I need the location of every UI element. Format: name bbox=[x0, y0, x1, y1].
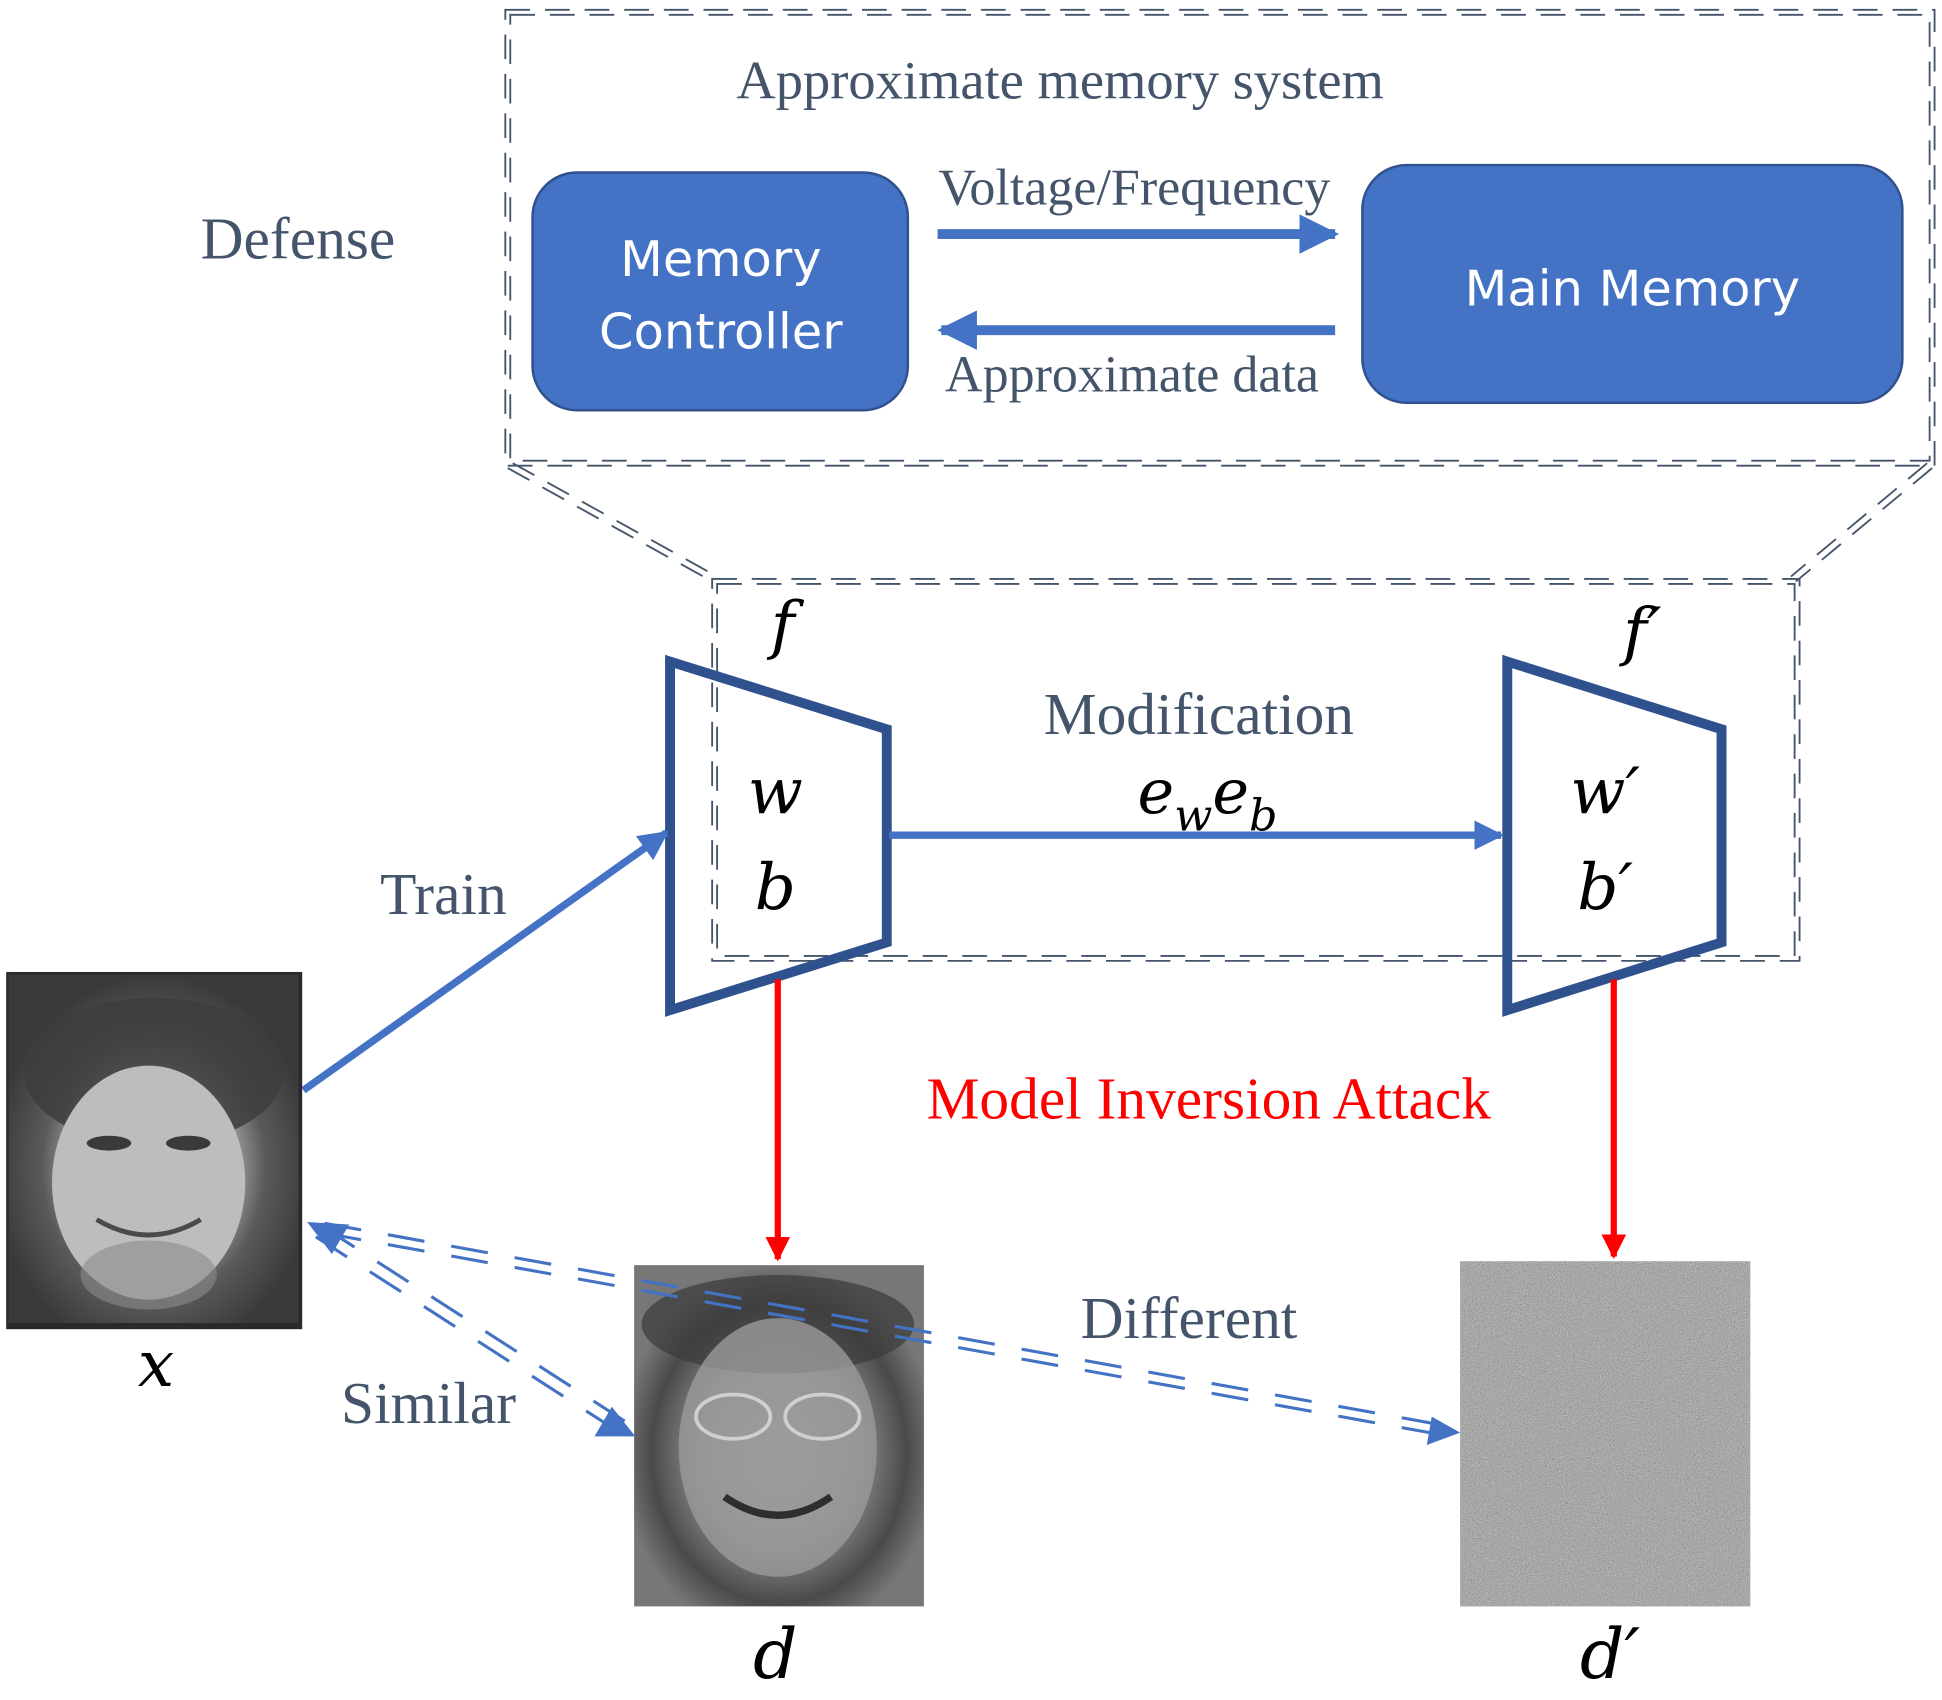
modified-reconstruction-image bbox=[1460, 1261, 1751, 1607]
zoom-connector bbox=[507, 462, 1933, 583]
memory-controller-label-line2: Controller bbox=[599, 303, 843, 361]
attack-label: Model Inversion Attack bbox=[927, 1066, 1492, 1132]
memory-system-outline bbox=[504, 8, 1936, 467]
memory-system-title: Approximate memory system bbox=[736, 51, 1384, 111]
modified-reconstruction-image-label: d′ bbox=[1580, 1615, 1640, 1695]
memory-controller-box: Memory Controller bbox=[531, 171, 910, 412]
similar-label: Similar bbox=[341, 1370, 516, 1436]
different-arrow bbox=[324, 1221, 1461, 1445]
model-f-prime-shape bbox=[1502, 654, 1727, 1017]
different-label: Different bbox=[1081, 1285, 1298, 1351]
reconstruction-image-label: d bbox=[753, 1615, 797, 1695]
model-f-shape bbox=[665, 654, 892, 1017]
voltage-frequency-label: Voltage/Frequency bbox=[939, 160, 1331, 217]
error-w-base: e bbox=[1138, 756, 1175, 828]
defense-label: Defense bbox=[201, 206, 396, 272]
model-f-name: f bbox=[767, 588, 805, 663]
modification-label: Modification bbox=[1044, 681, 1354, 747]
model-f-weight: w bbox=[748, 754, 803, 829]
model-f-prime-bias: b′ bbox=[1577, 850, 1633, 925]
model-weights-outline bbox=[711, 578, 1801, 962]
main-memory-box: Main Memory bbox=[1361, 163, 1904, 405]
model-f-bias: b bbox=[755, 850, 796, 925]
modification-errors: eweb bbox=[1138, 756, 1278, 841]
memory-controller-label-line1: Memory bbox=[620, 230, 821, 288]
input-image-label: x bbox=[138, 1327, 174, 1402]
main-memory-label: Main Memory bbox=[1465, 260, 1800, 318]
reconstruction-image bbox=[634, 1265, 924, 1607]
similar-arrow bbox=[307, 1222, 636, 1437]
input-face-image bbox=[6, 971, 303, 1330]
error-b-base: e bbox=[1212, 756, 1249, 828]
approximate-data-label: Approximate data bbox=[945, 347, 1319, 404]
train-label: Train bbox=[380, 861, 507, 927]
model-f-prime: f′ w′ b′ bbox=[1502, 594, 1727, 1017]
model-f-prime-weight: w′ bbox=[1570, 754, 1640, 829]
model-f-prime-name: f′ bbox=[1619, 594, 1662, 669]
model-f: f w b bbox=[665, 588, 892, 1017]
train-arrow bbox=[301, 829, 669, 1094]
